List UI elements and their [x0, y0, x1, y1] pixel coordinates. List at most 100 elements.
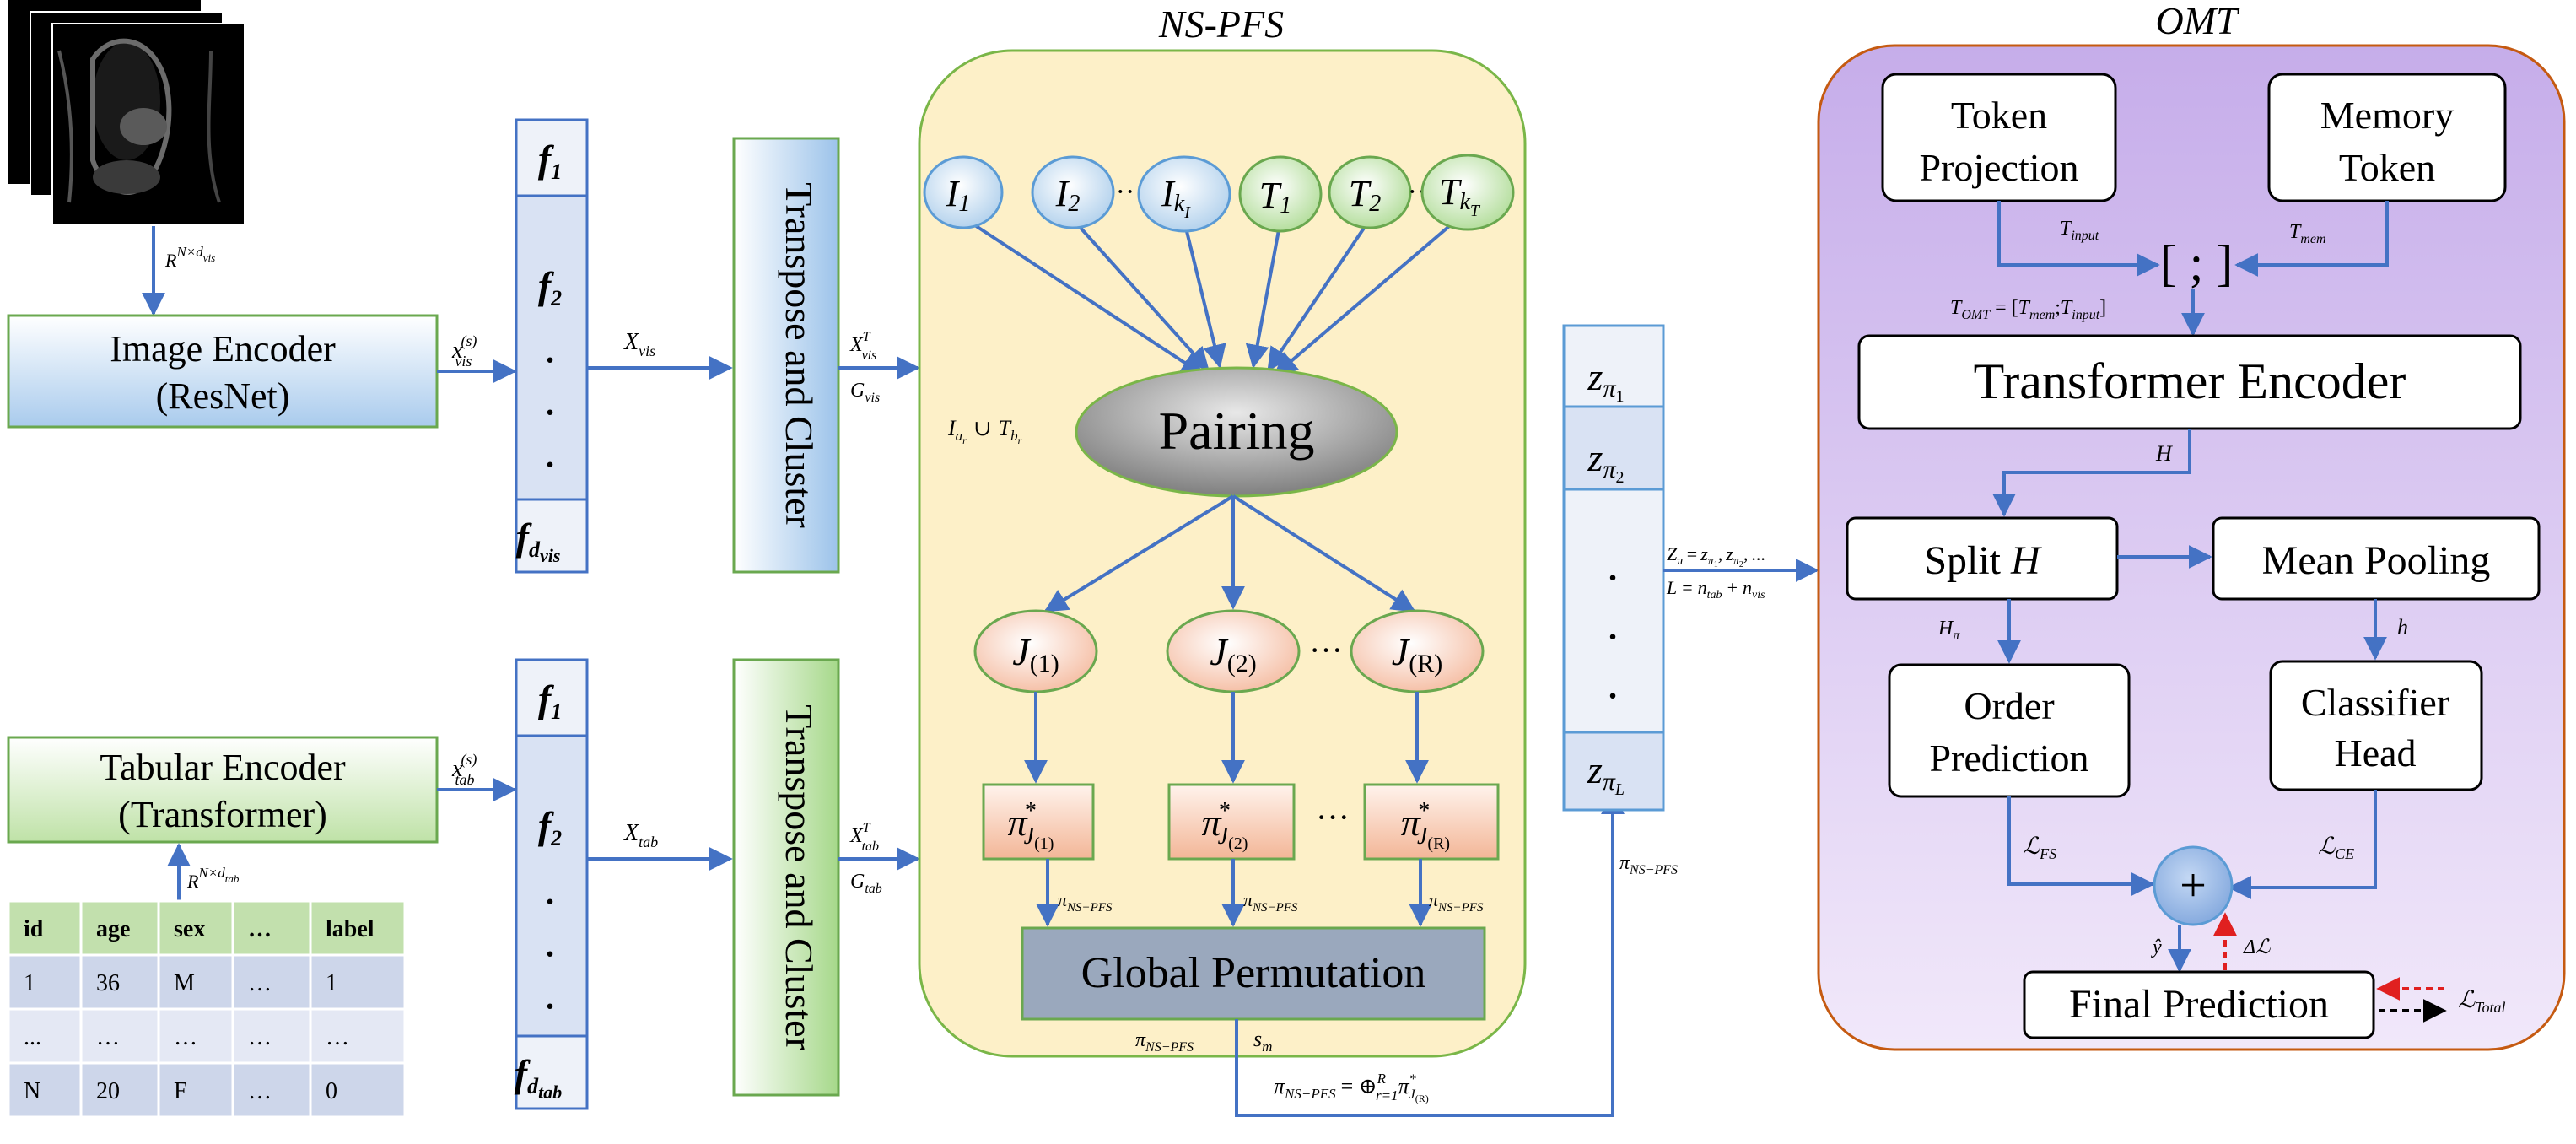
local-perm-1: π*J(1)	[982, 783, 1095, 861]
label-X-vis: Xvis	[623, 329, 655, 359]
label-H-pi: Hπ	[1937, 618, 1960, 643]
token-Ik: IkI	[1137, 155, 1231, 233]
label-x-tab-s: x(s)tab	[451, 751, 477, 788]
transpose-cluster-tab: Transpose and Cluster	[732, 658, 840, 1097]
group-J1: J(1)	[973, 609, 1098, 693]
table-cell: 36	[96, 970, 120, 996]
svg-text:π*J(1): π*J(1)	[1008, 798, 1054, 853]
global-permutation-label: Global Permutation	[1081, 949, 1426, 997]
table-cell: …	[174, 1024, 197, 1050]
label-R-vis: RN×dvis	[164, 244, 215, 271]
group-JR: J(R)	[1350, 609, 1485, 693]
table-cell: 1	[326, 970, 337, 996]
svg-text:π*J(R): π*J(R)	[1401, 798, 1450, 853]
z-dot-3: ·	[1607, 677, 1618, 715]
token-Tk: TkT	[1420, 154, 1515, 231]
label-L-total: ℒTotal	[2458, 987, 2506, 1016]
local-perm-2: π*J(2)	[1167, 783, 1296, 861]
order-prediction-line1: Order	[1964, 684, 2054, 727]
feature-vis-d: fdvis	[516, 515, 561, 566]
table-cell-bg	[231, 1061, 312, 1119]
table-cell: …	[248, 1078, 272, 1104]
label-pi-nspfs-global: πNS−PFS	[1135, 1029, 1194, 1055]
label-L-FS: ℒFS	[2023, 834, 2056, 862]
table-cell-bg	[157, 1061, 234, 1119]
label-T-input: Tinput	[2060, 218, 2099, 243]
tabular-feature-column: f1 f2 · · · fdtab	[515, 658, 589, 1110]
table-header-cell: age	[96, 916, 130, 942]
token-I2: I2	[1031, 155, 1115, 229]
nspfs-title: NS-PFS	[1158, 3, 1284, 46]
feature-vis-2: f2	[538, 264, 562, 310]
group-to-perm-arrows	[1024, 692, 1429, 784]
label-pair-union: Iar∪Tbr	[947, 416, 1022, 446]
table-header-cell: sex	[174, 916, 205, 942]
label-Z-pi: Zπ=zπ1,zπ2,...	[1667, 543, 1765, 569]
table-cell-bg	[231, 1007, 312, 1065]
table-cell: 0	[326, 1078, 337, 1104]
label-X-tab: Xtab	[623, 820, 658, 850]
order-prediction-line2: Prediction	[1929, 737, 2088, 780]
omt-title: OMT	[2155, 0, 2240, 42]
table-cell-bg	[157, 899, 234, 957]
table-cell-bg	[309, 899, 407, 957]
svg-text:IkI: IkI	[1161, 173, 1191, 222]
perm-ellipsis: ···	[1316, 798, 1350, 836]
table-cell-bg	[79, 953, 160, 1011]
arrow-order-to-plus	[2007, 796, 2155, 896]
feature-tab-d: fdtab	[515, 1052, 562, 1103]
svg-text:π*J(2): π*J(2)	[1202, 798, 1248, 853]
table-cell-bg	[79, 1061, 160, 1119]
label-pi-nspfs-3: πNS−PFS	[1429, 889, 1484, 915]
token-projection-line2: Projection	[1919, 146, 2078, 189]
pairing-to-groups-arrows	[1043, 494, 1416, 612]
feature-vis-dot-3: ·	[544, 445, 555, 483]
svg-text:J(1): J(1)	[1012, 630, 1059, 677]
svg-text:T1: T1	[1259, 175, 1291, 219]
arrow-projection-to-concat	[1997, 201, 2160, 277]
z-pi-L: zπL	[1587, 748, 1625, 799]
svg-text:J(2): J(2)	[1210, 630, 1256, 677]
final-prediction-box: Final Prediction	[2023, 970, 2375, 1039]
pairing-label: Pairing	[1159, 401, 1315, 461]
memory-token-line2: Token	[2339, 146, 2435, 189]
label-s-m: sm	[1253, 1027, 1272, 1055]
arrow-transformer-to-split	[1992, 429, 2191, 517]
svg-text:T2: T2	[1349, 173, 1381, 217]
arrow-classifier-to-plus	[2228, 790, 2377, 899]
table-cell: M	[174, 970, 195, 996]
memory-token-box: Memory Token	[2267, 73, 2507, 202]
feature-tab-2: f2	[538, 804, 562, 850]
table-header-cell: …	[248, 916, 272, 942]
mean-pooling-box: Mean Pooling	[2212, 516, 2541, 601]
arrow-global-to-z-column	[1235, 791, 1625, 1117]
label-G-tab: Gtab	[850, 871, 882, 896]
feature-tab-1: f1	[538, 677, 562, 724]
table-cell: …	[248, 1024, 272, 1050]
token-I1: I1	[923, 155, 1004, 229]
label-h: h	[2397, 615, 2408, 639]
feature-tab-dot-2: ·	[544, 935, 555, 973]
token-projection-box: Token Projection	[1881, 73, 2117, 202]
table-cell-bg	[7, 899, 83, 957]
feature-tab-dot-3: ·	[544, 987, 555, 1025]
group-ellipsis: ···	[1309, 631, 1343, 669]
feature-vis-dot-1: ·	[544, 341, 555, 379]
table-cell-bg	[7, 953, 83, 1011]
label-pi-nspfs-1: πNS−PFS	[1058, 889, 1113, 915]
svg-text:I2: I2	[1055, 173, 1081, 217]
table-header-cell: id	[24, 916, 44, 942]
token-ellipsis-I: ··	[1116, 176, 1135, 208]
label-R-tab: RN×dtab	[186, 865, 240, 892]
table-cell-bg	[309, 953, 407, 1011]
pairing-node: Pairing	[1075, 366, 1398, 498]
label-G-vis: Gvis	[850, 380, 880, 405]
svg-text:J(R): J(R)	[1392, 630, 1442, 677]
local-perm-R: π*J(R)	[1363, 783, 1500, 861]
